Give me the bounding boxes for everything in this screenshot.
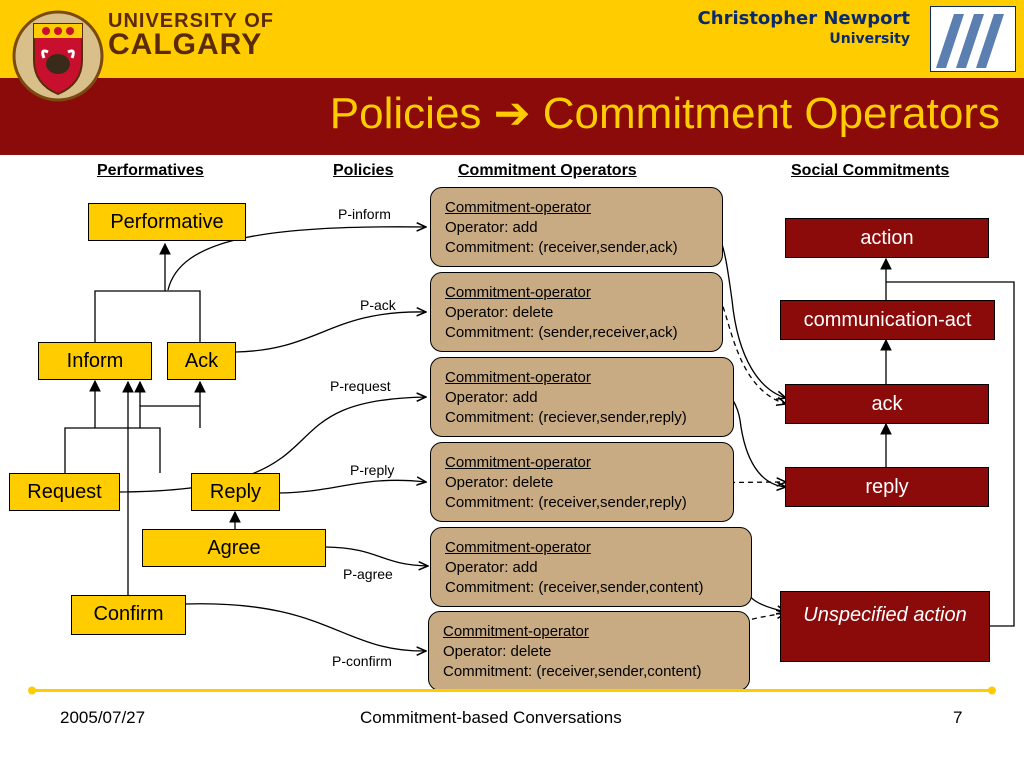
logo-band: [0, 0, 920, 78]
node-reply: Reply: [191, 473, 280, 511]
operator-op: Operator: add: [445, 559, 538, 576]
cnu-subtitle: University: [829, 31, 910, 47]
footer-page-number: 7: [953, 708, 963, 727]
node-confirm: Confirm: [71, 595, 186, 635]
operator-title: Commitment-operator: [445, 539, 591, 556]
link-op6-unspecified: [711, 613, 786, 652]
curve-ack-p-ack: [235, 312, 426, 353]
slide-title: Policies ➔ Commitment Operators: [200, 88, 1000, 139]
edge-reply-ack: [139, 382, 200, 428]
heading-performatives: Performatives: [97, 162, 204, 179]
operator-box: Commitment-operator Operator: delete Com…: [430, 272, 723, 352]
operator-op: Operator: delete: [445, 474, 554, 491]
heading-commitment-operators: Commitment Operators: [458, 162, 637, 179]
operator-op: Operator: delete: [445, 304, 554, 321]
curve-agree-p-agree: [325, 546, 428, 566]
policy-p-agree: P-agree: [343, 566, 393, 582]
operator-commitment: Commitment: (receiver,sender,content): [443, 663, 702, 680]
policy-p-inform: P-inform: [338, 206, 391, 222]
node-inform: Inform: [38, 342, 152, 380]
edge-unspecified-action: [886, 281, 1015, 627]
curve-confirm-p-confirm: [185, 603, 426, 651]
footer-divider-ends: [28, 686, 996, 695]
university-crest-logo: [12, 10, 104, 102]
footer-date: 2005/07/27: [60, 708, 146, 727]
curve-reply-p-reply: [279, 480, 426, 494]
operator-op: Operator: add: [445, 389, 538, 406]
operator-title: Commitment-operator: [445, 284, 591, 301]
university-wordmark-line2: CALGARY: [108, 28, 263, 61]
edge-inform-ack-performative: [94, 244, 201, 342]
operator-op: Operator: delete: [443, 643, 552, 660]
social-unspecified-action: Unspecified action: [780, 591, 990, 662]
footer-divider: [32, 689, 992, 692]
social-communication-act: communication-act: [780, 300, 995, 340]
footer-title: Commitment-based Conversations: [360, 708, 622, 727]
policy-p-reply: P-reply: [350, 462, 395, 478]
node-performative: Performative: [88, 203, 246, 241]
policy-p-confirm: P-confirm: [332, 653, 392, 669]
operator-box: Commitment-operator Operator: add Commit…: [430, 187, 723, 267]
operator-op: Operator: add: [445, 219, 538, 236]
operator-title: Commitment-operator: [445, 199, 591, 216]
operator-commitment: Commitment: (receiver,sender,reply): [445, 494, 687, 511]
policy-p-request: P-request: [330, 378, 391, 394]
node-request: Request: [9, 473, 120, 511]
policy-p-ack: P-ack: [360, 297, 396, 313]
node-agree: Agree: [142, 529, 326, 567]
social-ack: ack: [785, 384, 989, 424]
operator-box: Commitment-operator Operator: delete Com…: [430, 442, 734, 522]
node-ack: Ack: [167, 342, 236, 380]
operator-title: Commitment-operator: [445, 454, 591, 471]
heading-policies: Policies: [333, 162, 394, 179]
operator-box: Commitment-operator Operator: add Commit…: [430, 527, 752, 607]
edge-request-reply-inform: [64, 381, 161, 473]
title-part-operators: Commitment Operators: [542, 89, 1000, 138]
right-arrow-icon: ➔: [493, 89, 531, 138]
social-action: action: [785, 218, 989, 258]
operator-box: Commitment-operator Operator: delete Com…: [428, 611, 750, 691]
operator-commitment: Commitment: (receiver,sender,ack): [445, 239, 678, 256]
social-reply: reply: [785, 467, 989, 507]
operator-title: Commitment-operator: [445, 369, 591, 386]
university-wordmark-line1: UNIVERSITY OF: [108, 10, 274, 32]
cnu-logo: [930, 6, 1016, 72]
operator-box: Commitment-operator Operator: add Commit…: [430, 357, 734, 437]
operator-commitment: Commitment: (receiver,sender,content): [445, 579, 704, 596]
title-part-policies: Policies: [329, 89, 482, 138]
operator-commitment: Commitment: (sender,receiver,ack): [445, 324, 678, 341]
operator-commitment: Commitment: (reciever,sender,reply): [445, 409, 687, 426]
cnu-name: Christopher Newport: [697, 8, 910, 29]
heading-social-commitments: Social Commitments: [791, 162, 950, 179]
operator-title: Commitment-operator: [443, 623, 589, 640]
